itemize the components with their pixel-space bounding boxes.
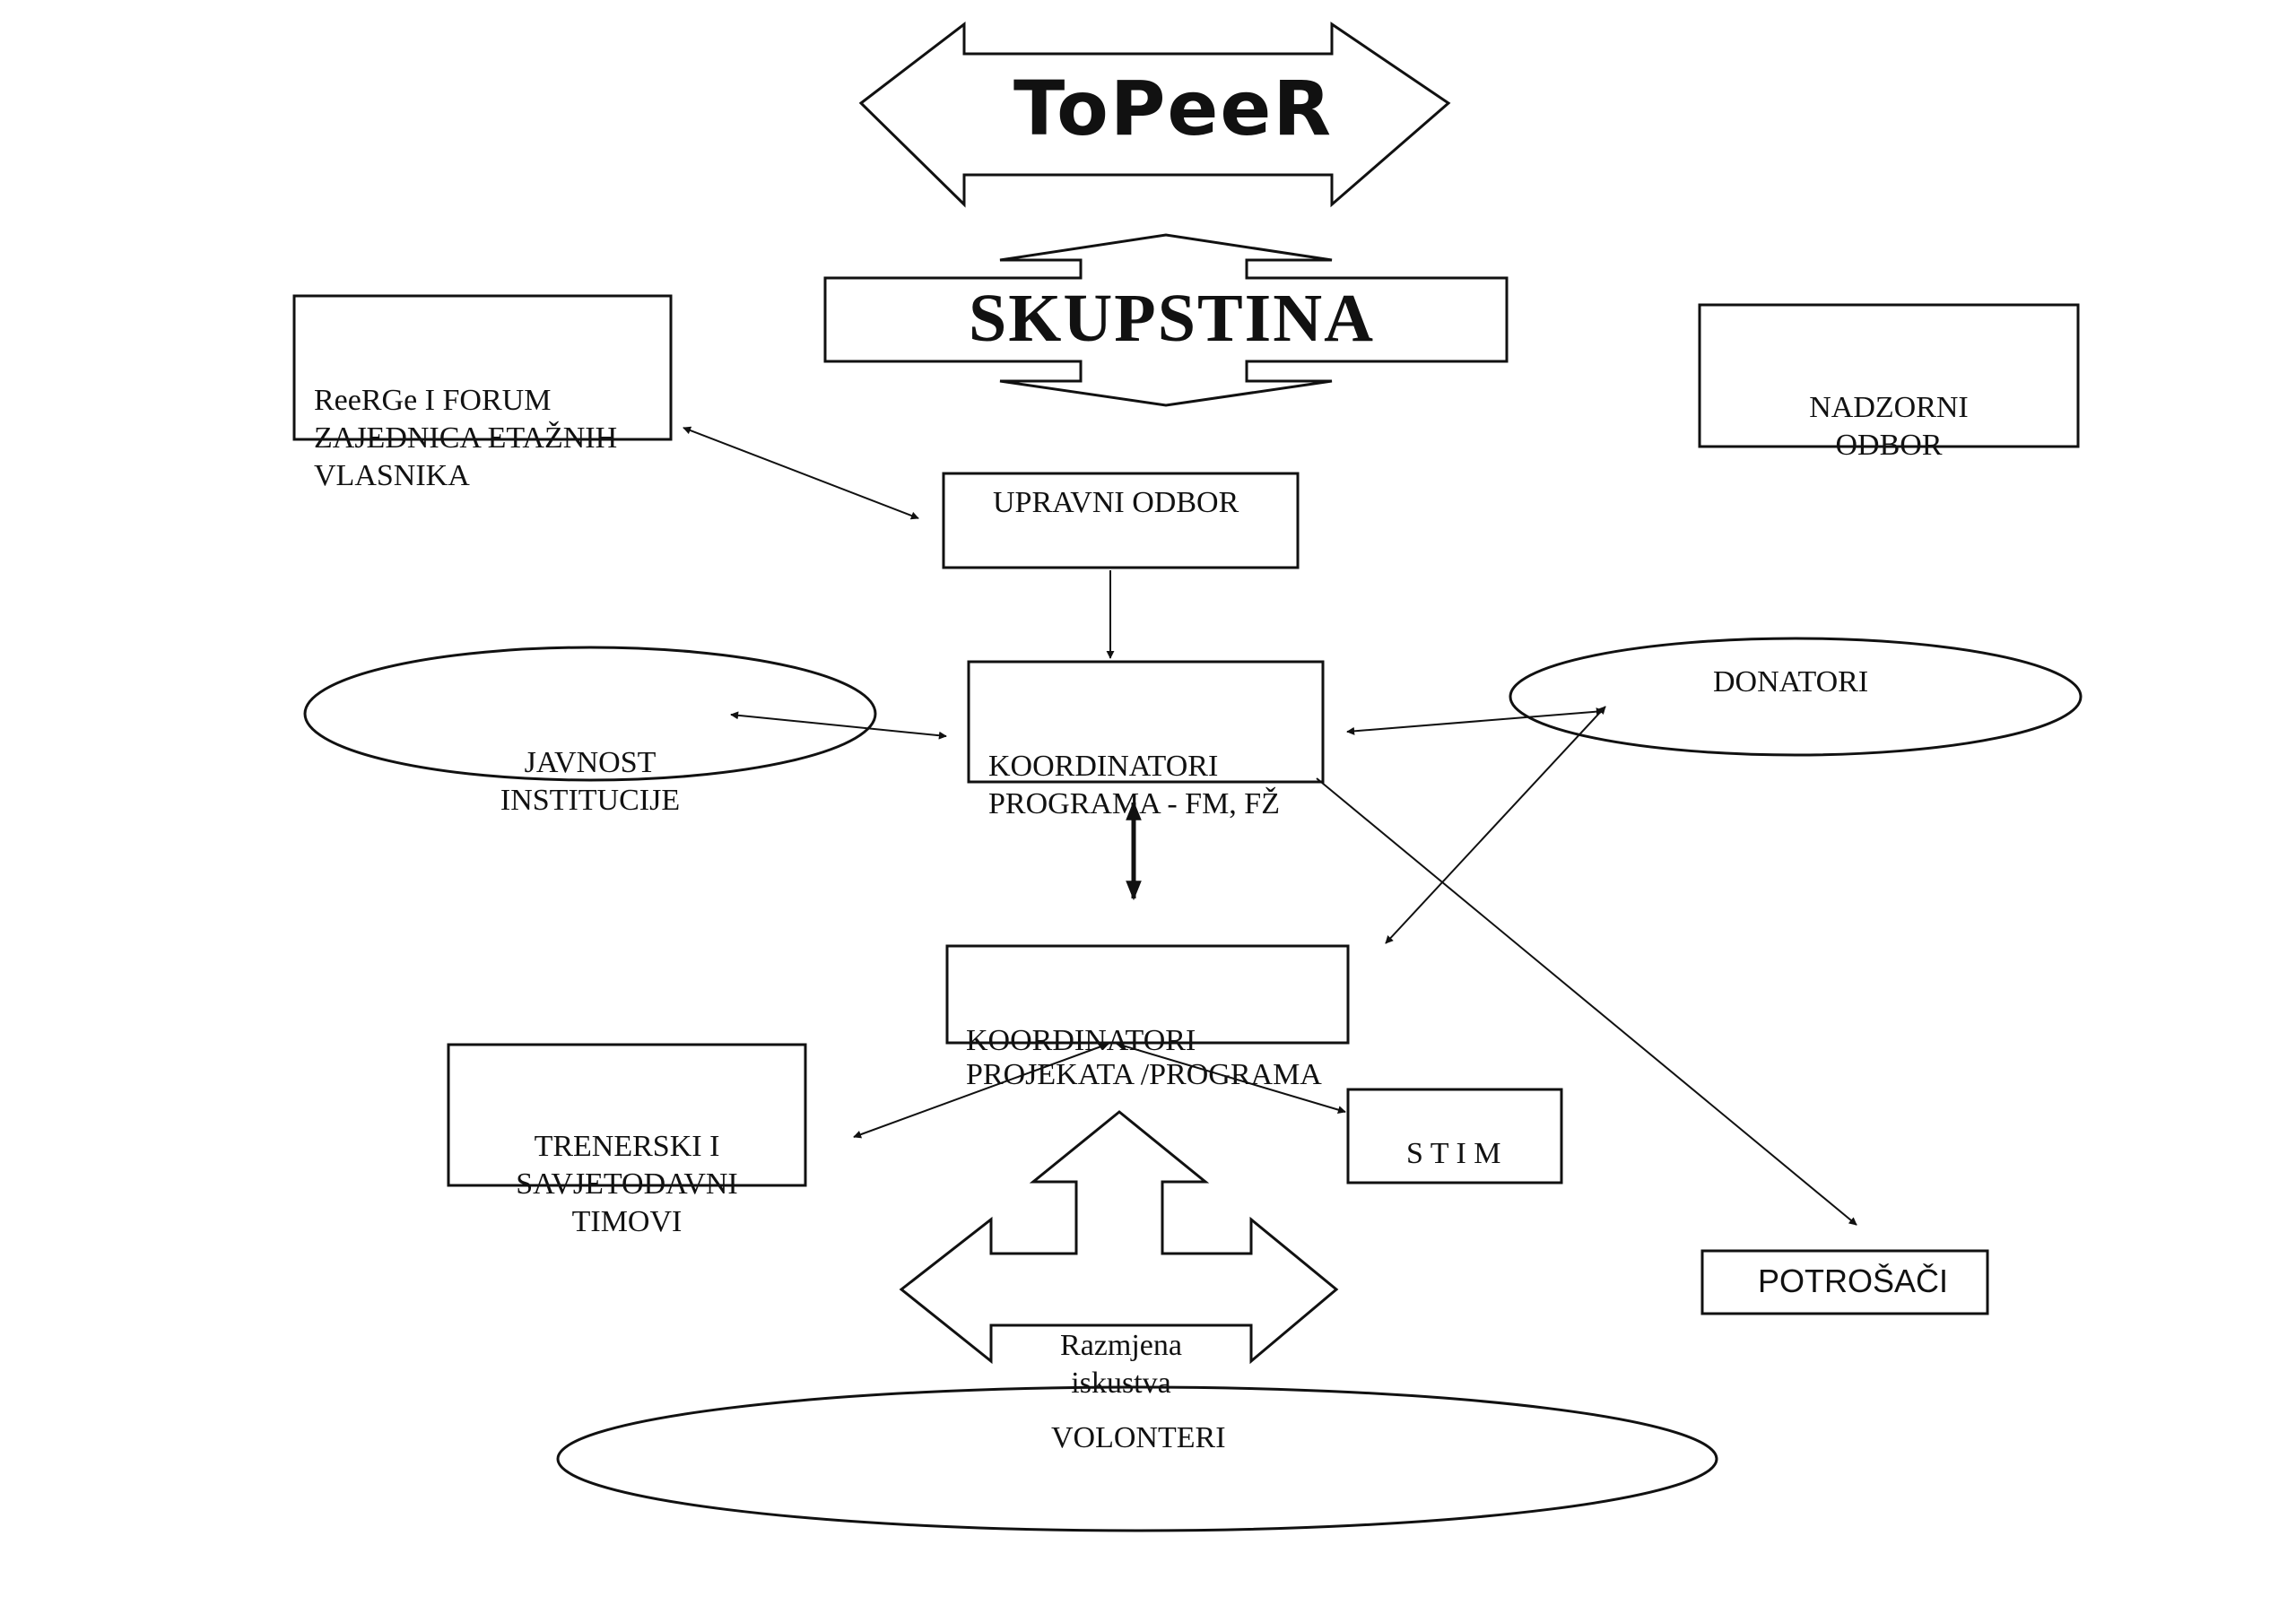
arrow-projekata-stim <box>1116 1042 1346 1114</box>
page-title: SKUPSTINA <box>969 281 1375 356</box>
upravni-odbor-label: UPRAVNI ODBOR <box>993 486 1239 519</box>
trenerski-box <box>447 1043 807 1187</box>
arrow-javnost-programa <box>730 711 947 740</box>
stim-box <box>1346 1088 1563 1184</box>
razmjena-arrow-shape <box>899 1110 1339 1365</box>
arrow-programa-potrosaci <box>1316 777 1857 1226</box>
arrow-forum-upravni <box>683 426 919 520</box>
arrow-programa-donatori <box>1346 707 1605 735</box>
volonteri-ellipse <box>556 1385 1718 1532</box>
potrosaci-label: POTROŠAČI <box>1758 1263 1949 1299</box>
upravni-odbor-box <box>942 472 1300 569</box>
logo-double-arrow <box>858 21 1451 208</box>
koordinatori-programa-box <box>967 660 1325 784</box>
arrow-donatori-projekata <box>1385 706 1606 944</box>
donatori-label: DONATORI <box>1713 665 1869 699</box>
arrow-projekata-trenerski <box>853 1042 1109 1139</box>
stim-label: S T I M <box>1406 1137 1501 1170</box>
nadzorni-odbor-box <box>1698 303 2080 448</box>
potrosaci-box <box>1700 1249 1989 1315</box>
forum-box <box>292 294 673 441</box>
logo-text: ToPeeR <box>1013 65 1334 152</box>
donatori-ellipse <box>1509 637 2083 757</box>
skupstina-shape <box>823 233 1509 407</box>
volonteri-label: VOLONTERI <box>1051 1421 1226 1454</box>
